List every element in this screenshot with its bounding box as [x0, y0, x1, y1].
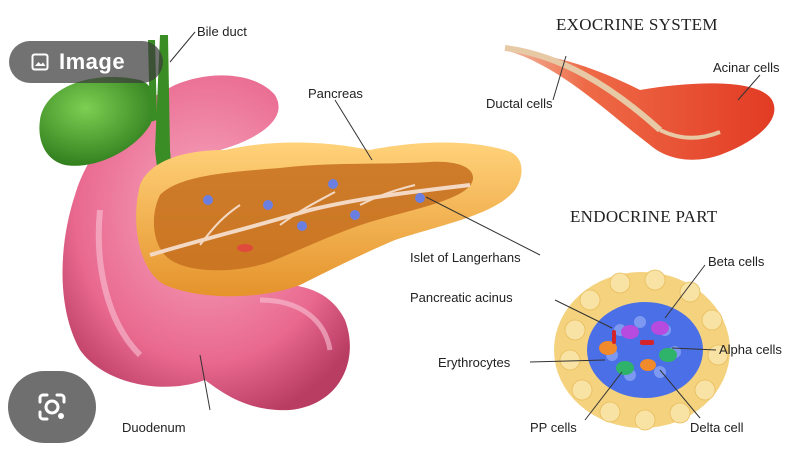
image-chip-label: Image: [59, 49, 125, 75]
label-islet-of-langerhans: Islet of Langerhans: [410, 250, 521, 265]
label-erythrocytes: Erythrocytes: [438, 355, 511, 370]
image-icon: [31, 53, 49, 71]
label-duodenum: Duodenum: [122, 420, 186, 435]
label-pp-cells: PP cells: [530, 420, 577, 435]
label-bile-duct: Bile duct: [197, 24, 247, 39]
exocrine-title: EXOCRINE SYSTEM: [556, 15, 718, 34]
label-acinar-cells: Acinar cells: [713, 60, 780, 75]
label-beta-cells: Beta cells: [708, 254, 765, 269]
islet-illustration: [554, 270, 730, 430]
lens-search-icon: [34, 389, 70, 425]
label-pancreatic-acinus: Pancreatic acinus: [410, 290, 513, 305]
image-chip[interactable]: Image: [9, 41, 163, 83]
label-delta-cell: Delta cell: [690, 420, 744, 435]
label-pancreas: Pancreas: [308, 86, 363, 101]
pancreas: [136, 143, 521, 297]
lens-search-button[interactable]: [8, 371, 96, 443]
endocrine-title: ENDOCRINE PART: [570, 207, 718, 226]
label-alpha-cells: Alpha cells: [719, 342, 782, 357]
label-ductal-cells: Ductal cells: [486, 96, 553, 111]
